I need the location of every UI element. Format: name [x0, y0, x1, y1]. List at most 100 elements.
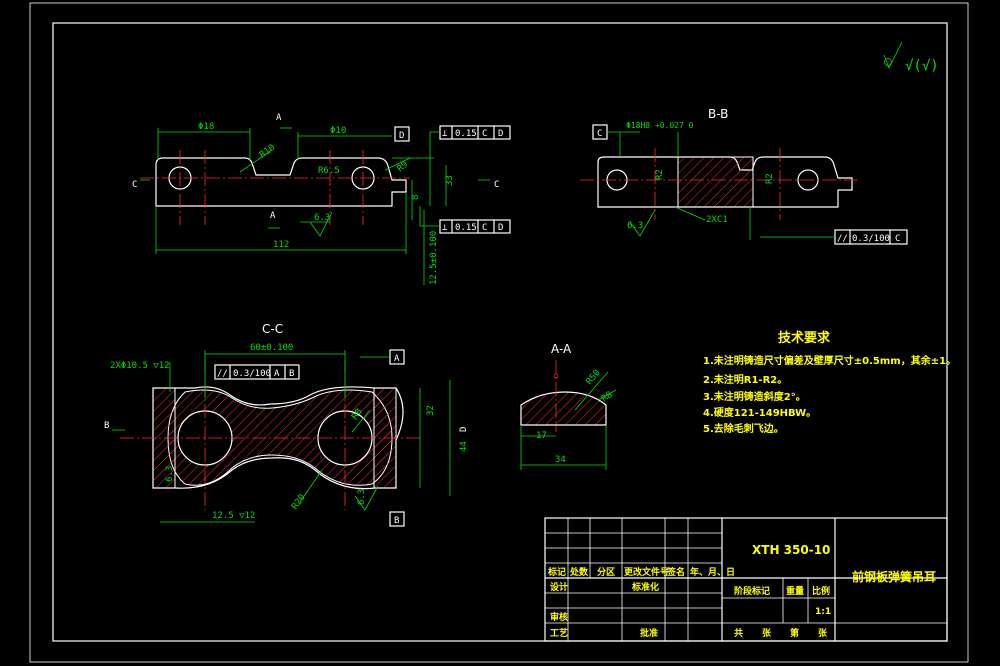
section-cc-title: C-C — [262, 322, 283, 336]
tb-label-2: 分区 — [597, 566, 615, 578]
bb-tol-val: 0.3/100 — [852, 234, 890, 244]
tb-label-3: 更改文件号 — [624, 566, 669, 578]
bb-rough: 6.3 — [627, 221, 643, 231]
bb-tol-ref: C — [895, 234, 900, 244]
cc-outline — [152, 386, 404, 490]
section-c-left: C — [132, 180, 137, 190]
bb-hatch — [677, 156, 754, 208]
dim-h33: 33 — [445, 175, 455, 186]
section-cc-view: C-C B 60±0.100 A 2XΦ10.5 ▽12 // 0.3/100 … — [104, 322, 469, 527]
bb-tol-sym: // — [837, 234, 848, 244]
tol-bottom-ref1: C — [482, 223, 487, 233]
tb-stage: 阶段标记 — [734, 585, 770, 597]
section-aa-title: A-A — [551, 342, 572, 356]
tol-top-ref2: D — [498, 129, 503, 139]
dim-phi-left: Φ18 — [198, 122, 214, 132]
dim-phi-right: Φ10 — [330, 126, 346, 136]
tb-sheet-unit1: 张 — [762, 627, 772, 639]
tb-code: XTH 350-10 — [752, 543, 830, 557]
cc-b-left: B — [104, 421, 109, 431]
section-a-top: A — [276, 113, 282, 123]
cc-rough1: 6.3 — [165, 466, 175, 482]
bb-r1: R2 — [655, 169, 665, 180]
cc-r20: R20 — [290, 493, 308, 512]
datum-box-d — [394, 126, 410, 142]
tb-standard: 标准化 — [631, 581, 659, 593]
cc-dim-bottom: 12.5 ▽12 — [212, 511, 255, 521]
note-1: 1.未注明铸造尺寸偏差及壁厚尺寸±0.5mm，其余±1。 — [703, 354, 956, 367]
technical-notes: 技术要求 1.未注明铸造尺寸偏差及壁厚尺寸±0.5mm，其余±1。 2.未注明R… — [703, 330, 956, 435]
check-mark-icon: √(√) — [883, 41, 939, 74]
tolerance-frame-bottom: ⊥ 0.15 C D — [419, 206, 511, 234]
front-outline — [155, 157, 407, 207]
tb-review: 审核 — [550, 611, 568, 623]
section-bb-view: B-B C Φ18H8 +0.027 0 R2 R2 2XC1 6.3 // 0… — [580, 107, 908, 245]
tb-scale-label: 比例 — [812, 585, 830, 597]
tol-top-sym: ⊥ — [442, 129, 448, 139]
cc-d-side: D — [459, 427, 469, 432]
tb-approve: 批准 — [640, 627, 658, 639]
cc-tolerance-frame: // 0.3/100 A B — [214, 364, 300, 380]
tb-label-1: 处数 — [569, 566, 589, 578]
roughness-symbol-icon: 6.3 — [300, 211, 333, 237]
tb-sheet-no: 第 — [790, 627, 799, 639]
dim-r9: R9 — [396, 160, 411, 175]
tb-label-5: 年、月、日 — [690, 566, 735, 578]
section-aa-view: A-A R50 R8 17 34 — [520, 342, 617, 470]
notes-title: 技术要求 — [778, 330, 831, 346]
tb-sheet-total: 共 — [734, 627, 743, 639]
bb-outline — [597, 156, 853, 208]
section-a-bottom: A — [270, 211, 276, 221]
section-bb-title: B-B — [708, 107, 728, 121]
bb-r2: R2 — [765, 173, 775, 184]
dim-vert: 12.5±0.100 — [429, 231, 439, 285]
tb-process: 工艺 — [550, 627, 568, 639]
bb-tolerance-frame: // 0.3/100 C — [760, 229, 908, 245]
tolerance-frame-top: ⊥ 0.15 C D — [429, 125, 511, 158]
dim-h8: 8 — [411, 195, 421, 200]
cc-datum-b-label: B — [394, 516, 399, 526]
outer-border — [29, 2, 969, 663]
tol-bottom-val: 0.15 — [455, 223, 477, 233]
tb-design: 设计 — [550, 581, 568, 593]
cc-datum-b — [389, 511, 405, 527]
cc-rough2: 6.3 — [357, 489, 367, 505]
note-5: 5.去除毛刺飞边。 — [703, 422, 784, 435]
cc-d44: 44 — [459, 441, 469, 452]
roughness-symbol-icon: 6.3 — [354, 485, 379, 511]
dim-len112: 112 — [273, 240, 289, 250]
bb-dim-top: Φ18H8 +0.027 0 — [626, 121, 694, 130]
cc-datum-a-label: A — [394, 354, 400, 364]
tb-sheet-unit2: 张 — [818, 627, 828, 639]
aa-d17: 17 — [536, 431, 547, 441]
tb-label-0: 标记 — [547, 566, 566, 578]
corner-mark: √(√) — [905, 58, 939, 74]
tb-weight: 重量 — [786, 585, 804, 597]
cc-left-note: 2XΦ10.5 ▽12 — [110, 361, 170, 371]
front-view: Φ18 Φ10 D A A C C R10 R6.5 R9 33 8 112 1… — [132, 113, 511, 285]
inner-border — [52, 22, 948, 642]
dim-r6-5: R6.5 — [318, 166, 340, 176]
tol-bottom-ref2: D — [498, 223, 503, 233]
dim-r10: R10 — [258, 143, 277, 161]
cc-tol-val: 0.3/100 — [233, 369, 271, 379]
bb-datum-c-label: C — [597, 129, 602, 139]
aa-outline — [520, 391, 607, 426]
note-3: 3.未注明铸造斜度2°。 — [703, 390, 806, 403]
cc-dim-top: 60±0.100 — [250, 343, 293, 353]
tol-bottom-sym: ⊥ — [442, 223, 448, 233]
bb-chamfer: 2XC1 — [706, 215, 728, 225]
tb-label-4: 签名 — [666, 566, 685, 578]
tol-top-val: 0.15 — [455, 129, 477, 139]
note-2: 2.未注明R1-R2。 — [703, 373, 787, 386]
cc-tol-ref2: B — [289, 369, 294, 379]
roughness-symbol-icon: 6.3 — [627, 209, 656, 237]
title-block: 标记 处数 分区 更改文件号 签名 年、月、日 设计 标准化 审核 工艺 批准 … — [544, 517, 948, 642]
aa-r: R50 — [585, 368, 603, 387]
tol-top-ref1: C — [482, 129, 487, 139]
tb-part-name: 前钢板弹簧吊耳 — [852, 569, 936, 584]
section-c-right: C — [494, 180, 499, 190]
aa-d34: 34 — [555, 455, 566, 465]
tb-scale: 1:1 — [815, 607, 831, 617]
